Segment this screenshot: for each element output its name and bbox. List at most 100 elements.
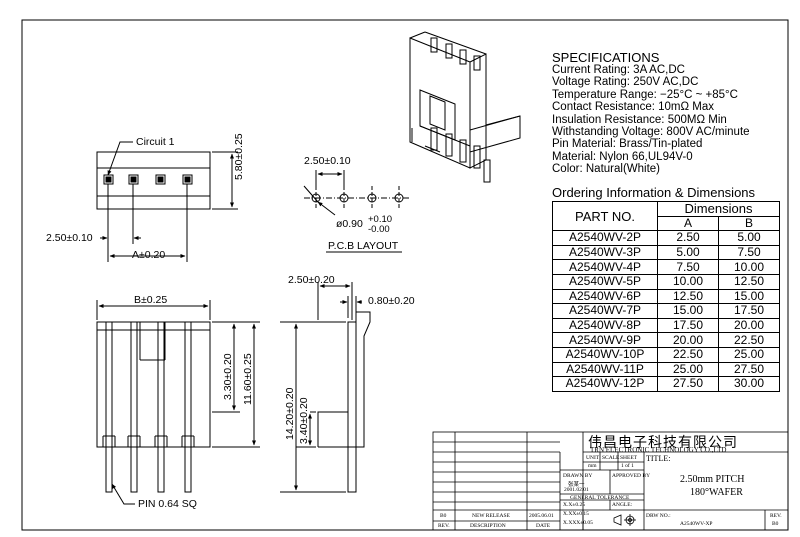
part-no-header: PART NO.	[552, 200, 658, 232]
product-line-2: 180°WAFER	[690, 487, 743, 498]
approved-by-label: APPROVED BY	[612, 473, 651, 479]
cell-part: A2540WV-7P	[552, 303, 658, 319]
specifications-title: SPECIFICATIONS	[552, 50, 660, 65]
cell-b: 10.00	[718, 259, 780, 275]
cell-part: A2540WV-9P	[552, 332, 658, 348]
hole-tol-plus: +0.10	[368, 214, 393, 225]
pcb-pitch-label: 2.50±0.10	[304, 155, 351, 167]
pcb-layout	[303, 170, 410, 253]
history-col-rev: REV.	[438, 523, 450, 529]
cell-b: 25.00	[718, 346, 780, 363]
col-a-header: A	[657, 215, 719, 232]
cell-a: 5.00	[657, 244, 719, 261]
cell-part: A2540WV-6P	[552, 288, 658, 305]
cell-part: A2540WV-10P	[552, 346, 658, 363]
spec-line: Voltage Rating: 250V AC,DC	[552, 76, 699, 89]
cell-a: 25.00	[657, 361, 719, 378]
cell-b: 7.50	[718, 244, 780, 261]
cell-b: 12.50	[718, 273, 780, 290]
spec-line: Pin Material: Brass/Tin-plated	[552, 138, 703, 151]
cell-part: A2540WV-8P	[552, 317, 658, 334]
dim-b-label: B±0.25	[134, 294, 168, 306]
cell-a: 12.50	[657, 288, 719, 305]
spec-line: Insulation Resistance: 500MΩ Min	[552, 113, 727, 126]
cell-b: 15.00	[718, 288, 780, 305]
title-label: TITLE:	[646, 454, 671, 463]
unit-value: mm	[588, 463, 597, 469]
cell-a: 15.00	[657, 303, 719, 319]
history-col-date: DATE	[536, 523, 551, 529]
h-330-label: 3.30±0.20	[222, 353, 234, 400]
circuit-label: Circuit 1	[136, 136, 175, 148]
cell-b: 22.50	[718, 332, 780, 348]
tolerance-1: X.X±0.25	[563, 502, 585, 508]
sheet-value: 1 of 1	[621, 463, 634, 469]
side-view	[280, 282, 371, 493]
side-080-label: 0.80±0.20	[368, 295, 415, 307]
rev-value: B0	[772, 521, 779, 527]
spec-line: Withstanding Voltage: 800V AC/minute	[552, 126, 750, 139]
cell-a: 20.00	[657, 332, 719, 348]
h-340-label: 3.40±0.20	[298, 397, 310, 444]
h-1160-label: 11.60±0.25	[242, 353, 254, 405]
angle-label: ANGLE:	[612, 502, 633, 508]
drawn-by-name: 张某一	[568, 482, 585, 488]
cell-part: A2540WV-2P	[552, 230, 658, 246]
projection-symbol-icon	[613, 514, 636, 526]
company-name-en: TRN ELECTRONIC TECHNOLOGY CO.,LTD	[590, 446, 727, 454]
cell-part: A2540WV-4P	[552, 259, 658, 275]
h-1420-label: 14.20±0.20	[284, 387, 296, 440]
tolerance-label: GENERAL TOLERANCE	[570, 495, 630, 501]
cell-b: 27.50	[718, 361, 780, 378]
pcb-layout-label: P.C.B LAYOUT	[328, 240, 399, 252]
cell-part: A2540WV-5P	[552, 273, 658, 290]
spec-line: Material: Nylon 66,UL94V-0	[552, 150, 693, 163]
spec-line: Contact Resistance: 10mΩ Max	[552, 101, 714, 114]
cell-part: A2540WV-12P	[552, 376, 658, 392]
pitch-250-label: 2.50±0.10	[46, 232, 93, 244]
cell-a: 27.50	[657, 376, 719, 392]
front-view	[96, 300, 260, 505]
spec-line: Color: Natural(White)	[552, 163, 660, 176]
history-rev: B0	[440, 513, 447, 519]
spec-line: Current Rating: 3A AC,DC	[552, 64, 685, 76]
rev-label: REV.	[770, 513, 782, 519]
cell-a: 2.50	[657, 230, 719, 246]
cell-part: A2540WV-3P	[552, 244, 658, 261]
cell-a: 10.00	[657, 273, 719, 290]
company-name-cn: 伟昌电子科技有限公司	[588, 435, 738, 451]
hole-dia-label: ø0.90	[336, 218, 363, 230]
drawn-by-label: DRAWN BY	[563, 473, 593, 479]
unit-label: UNIT	[586, 455, 600, 461]
tolerance-3: X.XXX±0.05	[563, 520, 593, 526]
title-block-lines	[432, 431, 789, 531]
cell-b: 20.00	[718, 317, 780, 334]
cell-a: 7.50	[657, 259, 719, 275]
hole-tol-minus: -0.00	[368, 224, 390, 235]
cell-b: 17.50	[718, 303, 780, 319]
tolerance-2: X.XX±0.15	[563, 511, 589, 517]
col-b-header: B	[718, 215, 780, 232]
top-view	[96, 141, 238, 262]
pin-label: PIN 0.64 SQ	[138, 498, 197, 510]
drw-no-value: A2540WV-XP	[680, 521, 713, 527]
cell-b: 5.00	[718, 230, 780, 246]
history-date: 2005.06.01	[529, 513, 554, 519]
history-col-description: DESCRIPTION	[470, 523, 506, 529]
dimensions-header: Dimensions	[657, 201, 780, 217]
drawn-date: 2001.02.01	[564, 487, 589, 493]
cell-part: A2540WV-11P	[552, 361, 658, 378]
isometric-view	[409, 31, 521, 183]
cell-a: 17.50	[657, 317, 719, 334]
